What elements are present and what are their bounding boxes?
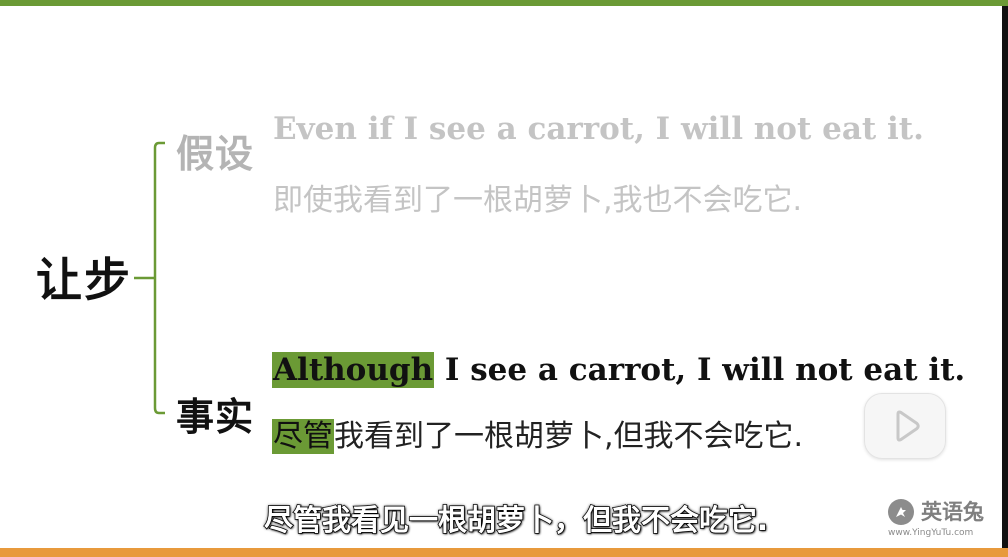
branch-label-fact: 事实	[176, 394, 255, 439]
branch-bracket	[134, 141, 165, 415]
bottom-accent-bar	[0, 548, 1008, 557]
branch-label-hypothesis: 假设	[176, 131, 255, 176]
rabbit-logo-icon	[888, 499, 914, 525]
hypothesis-english-sentence: Even if I see a carrot, I will not eat i…	[273, 111, 924, 147]
highlight-although: Although	[272, 352, 435, 388]
play-icon	[896, 410, 920, 442]
brand-name: 英语兔	[921, 500, 984, 524]
play-button[interactable]	[864, 393, 946, 459]
video-subtitle: 尽管我看见一根胡萝卜，但我不会吃它.	[263, 502, 769, 538]
lesson-slide: 让步 假设 Even if I see a carrot, I will not…	[0, 0, 1002, 548]
fact-english-rest: I see a carrot, I will not eat it.	[434, 352, 966, 388]
bracket-vertical-line	[153, 141, 165, 415]
brand-watermark: 英语兔 www.YingYuTu.com	[888, 497, 998, 541]
fact-english-sentence: Although I see a carrot, I will not eat …	[272, 349, 965, 391]
highlight-jinguan: 尽管	[272, 419, 334, 454]
top-accent-bar	[0, 0, 1008, 6]
fact-chinese-sentence: 尽管我看到了一根胡萝卜,但我不会吃它.	[272, 416, 803, 458]
right-edge	[1002, 6, 1008, 548]
brand-url: www.YingYuTu.com	[888, 528, 974, 538]
hypothesis-chinese-sentence: 即使我看到了一根胡萝卜,我也不会吃它.	[273, 183, 803, 218]
root-concept-label: 让步	[36, 253, 132, 307]
fact-chinese-rest: 我看到了一根胡萝卜,但我不会吃它.	[334, 419, 804, 454]
